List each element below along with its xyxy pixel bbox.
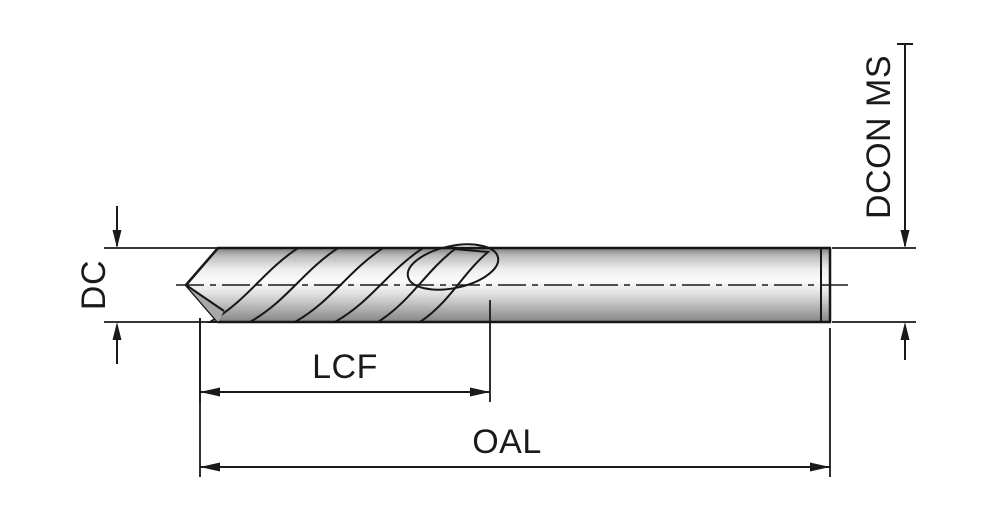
oal-dimension: OAL <box>199 318 831 477</box>
arrowhead-up <box>112 322 122 340</box>
arrowhead-right <box>810 462 830 472</box>
flute-runout <box>406 243 500 291</box>
dcon-dimension: DCON MS <box>832 43 916 360</box>
dc-label: DC <box>75 260 113 310</box>
flute-band <box>206 247 342 323</box>
tip-cutting-edge <box>185 284 225 312</box>
drill-bit <box>184 243 832 324</box>
flute-band <box>291 247 427 323</box>
dc-dimension: DC <box>75 206 218 364</box>
lcf-label: LCF <box>312 348 378 386</box>
arrowhead-left <box>200 387 220 397</box>
arrowhead-down <box>112 230 122 248</box>
arrowhead-down <box>900 230 910 248</box>
flute-band <box>374 247 491 323</box>
arrowhead-up <box>900 322 910 340</box>
oal-label: OAL <box>472 423 542 461</box>
dcon-ms-label: DCON MS <box>860 55 898 219</box>
tip-shade <box>186 285 224 322</box>
arrowhead-right <box>470 387 490 397</box>
arrowhead-left <box>200 462 220 472</box>
